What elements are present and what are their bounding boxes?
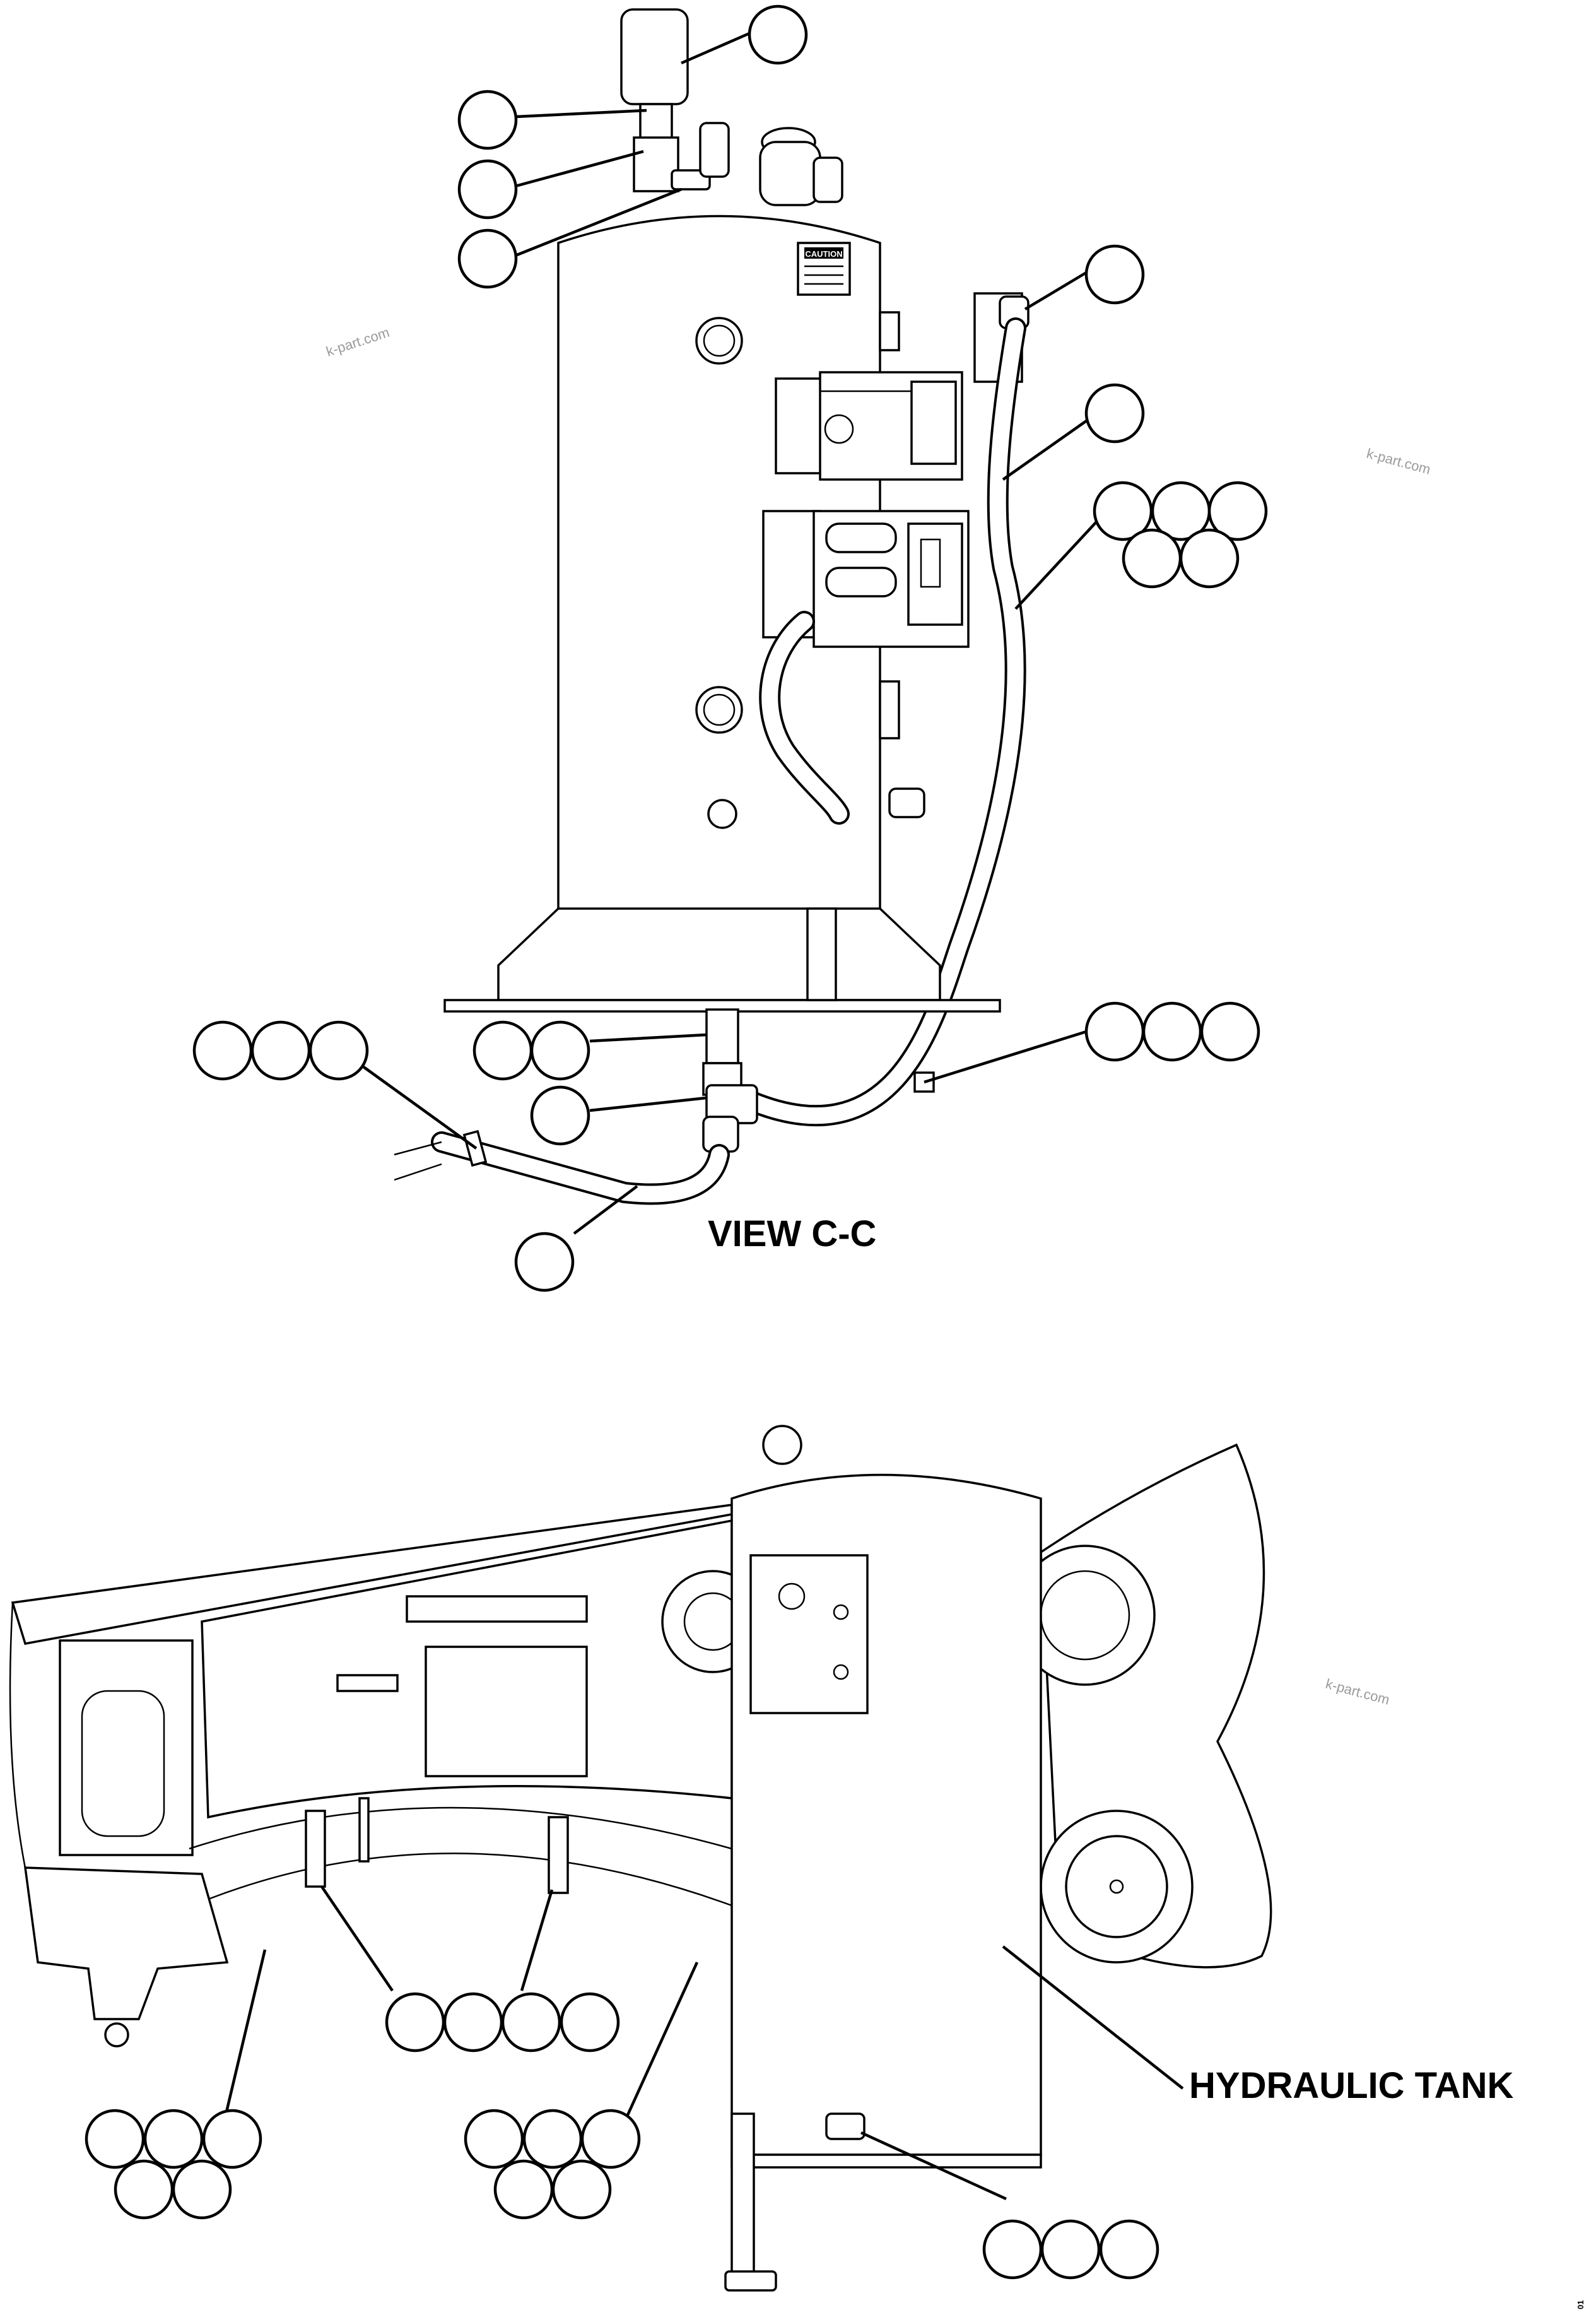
callout-balloon (560, 1992, 620, 2053)
base-bracket (497, 907, 941, 1001)
callout-balloon (1122, 528, 1182, 589)
watermark-1: k-part.com (324, 324, 392, 360)
rail-bracket-3 (358, 1797, 370, 1863)
rail-bracket-1 (305, 1810, 326, 1888)
callout-balloon (143, 2109, 204, 2169)
callout-balloon (385, 1992, 445, 2053)
drain-fitting (825, 2112, 865, 2140)
callout-balloon (172, 2159, 232, 2220)
valve-block-lower (762, 510, 970, 648)
leader-lines (219, 31, 1184, 2201)
small-plate (336, 1674, 399, 1692)
callout-balloon (1179, 528, 1240, 589)
hydraulic-tank (724, 1425, 1042, 2292)
callout-balloon (514, 1232, 575, 1292)
callout-balloon (457, 90, 518, 150)
callout-balloon (748, 4, 808, 65)
plug (707, 799, 737, 829)
callout-balloon (114, 2159, 174, 2220)
valve-block-upper (775, 371, 963, 481)
callout-balloon (530, 1085, 590, 1146)
breather-top (762, 1425, 802, 1465)
callout-balloon (308, 1020, 369, 1081)
strainer (724, 2270, 777, 2292)
view-cc-assembly: CAUTION (394, 8, 1030, 1254)
top-fitting-b (813, 156, 843, 203)
caution-text: CAUTION (805, 249, 842, 259)
callout-balloon (551, 2159, 612, 2220)
callout-balloon (1099, 2219, 1159, 2280)
lower-support (23, 1866, 229, 2020)
callout-balloon (1142, 1001, 1202, 1062)
callout-balloon (1084, 1001, 1145, 1062)
callout-balloon (192, 1020, 253, 1081)
callout-balloon (493, 2159, 554, 2220)
rail-bracket-2 (548, 1816, 569, 1894)
callout-balloon (1084, 244, 1145, 305)
side-port-b (879, 680, 900, 739)
callout-balloon (457, 228, 518, 289)
gusset (806, 907, 837, 1001)
callout-balloon (250, 1020, 311, 1081)
callout-balloons (85, 4, 1268, 2280)
callout-balloon (1207, 481, 1268, 541)
callout-balloon (982, 2219, 1043, 2280)
callout-balloon (464, 2109, 524, 2169)
callout-balloon (522, 2109, 583, 2169)
watermark-3: k-part.com (1324, 1676, 1392, 1708)
callout-balloon (457, 159, 518, 220)
view-title: VIEW C-C (708, 1213, 876, 1254)
callout-balloon (501, 1992, 561, 2053)
port-upper (695, 317, 743, 365)
callout-balloon (1200, 1001, 1260, 1062)
tank-leg (731, 2112, 755, 2285)
left-bracket (59, 1639, 194, 1856)
callout-balloon (443, 1992, 503, 2053)
filter-cap (620, 8, 689, 105)
callout-balloon (85, 2109, 145, 2169)
tank-label: HYDRAULIC TANK (1189, 2065, 1514, 2106)
cover-plate (425, 1646, 588, 1777)
side-port-a (879, 311, 900, 351)
tank-side-plate (749, 1554, 869, 1714)
caution-decal: CAUTION (797, 242, 851, 296)
tank-foot (731, 2153, 1042, 2169)
callout-balloon (1084, 383, 1145, 444)
fitting-top (671, 169, 711, 191)
callout-balloon (1040, 2219, 1101, 2280)
corner-mark: 01 (1576, 2300, 1585, 2309)
callout-balloon (472, 1020, 533, 1081)
watermark-2: k-part.com (1365, 445, 1433, 478)
slot-plate (406, 1595, 588, 1623)
lower-assembly: HYDRAULIC TANK (9, 1425, 1514, 2292)
callout-balloon (202, 2109, 262, 2169)
adapter-1 (705, 1008, 739, 1064)
top-fitting-a (699, 122, 730, 178)
curved-rail (189, 1806, 732, 1850)
port-lower (695, 686, 743, 734)
callout-balloon (530, 1020, 590, 1081)
side-elbow (888, 787, 925, 818)
callout-balloon (580, 2109, 641, 2169)
breather-body (759, 141, 821, 206)
